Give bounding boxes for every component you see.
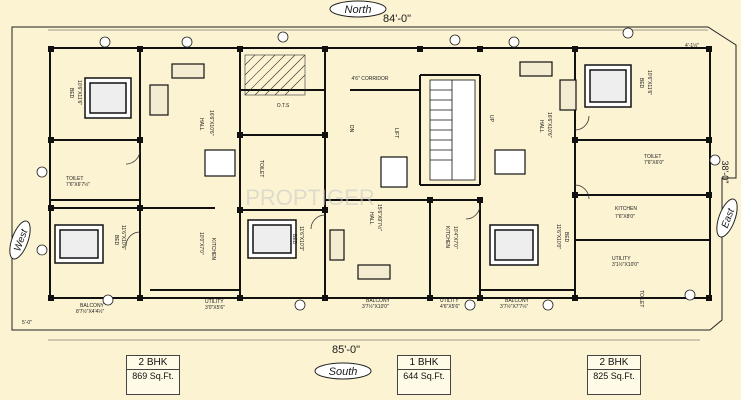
mid-bed-dim: 11'6"X10'3" (298, 226, 304, 251)
unit-left-bhk: 2 BHK (127, 356, 179, 370)
bottom-overall-dim: 85'-0" (332, 344, 360, 356)
mid-hall-dim: 15'6"X9'7½" (376, 204, 383, 231)
unit-right-area: 825 Sq.Ft. (593, 371, 635, 381)
right-toilet-dim: 7'6"X6'0" (644, 160, 664, 166)
right-bed-top-dim: 10'6"X11'6" (646, 70, 652, 95)
unit-middle-bhk: 1 BHK (398, 356, 450, 370)
left-bed-top-label: BED (68, 88, 74, 99)
right-toilet-label: TOILET (644, 154, 661, 160)
right-overall-dim: 38'-0" (720, 161, 730, 184)
unit-middle-area: 644 Sq.Ft. (403, 371, 445, 381)
mid-toilet-label: TOILET (258, 160, 264, 177)
right-utility-label: UTILITY (612, 256, 631, 262)
mid-balcony-dim: 3'7½"X10'0" (362, 303, 389, 310)
door-swings (125, 115, 590, 247)
dining-tables (204, 149, 526, 188)
ots-label: O.T.S (277, 103, 290, 109)
left-bed-top-dim: 10'6"X11'6" (76, 80, 82, 105)
right-bed-bottom-dim: 11'6"X10'0" (555, 224, 561, 249)
corridor-label: 4'6" CORRIDOR (352, 76, 389, 82)
right-kitchen-dim: 7'6"X8'0" (615, 214, 635, 220)
left-unit-labels: BED 10'6"X11'6" TOILET 7'6"X6'7½" HALL 1… (66, 80, 225, 315)
ots-hatch (244, 54, 306, 96)
left-hall-dim: 16'6"X10'6" (208, 110, 214, 136)
unit-right-bhk: 2 BHK (588, 356, 640, 370)
partition-walls (50, 48, 710, 298)
left-bed-bottom-label: BED (113, 235, 119, 246)
plot-boundary (11, 26, 737, 331)
bed-furniture (54, 64, 632, 266)
right-bed-bottom-label: BED (563, 232, 569, 243)
left-bed-bottom-dim: 11'6"X10'6" (120, 225, 126, 250)
south-label: South (329, 366, 358, 378)
unit-box-left: 2 BHK 869 Sq.Ft. (126, 355, 180, 395)
right-balcony-label: BALCONY (505, 298, 530, 304)
compass-east: East (716, 198, 738, 238)
mid-balcony-label: BALCONY (366, 298, 391, 304)
building-outline (49, 47, 711, 299)
sofa-furniture (149, 61, 577, 280)
left-kitchen-dim: 10'0"X7'0" (198, 232, 204, 255)
right-hall-dim: 16'6"X10'6" (546, 112, 552, 138)
left-utility-label: UTILITY (205, 299, 224, 305)
lift-label: LIFT (393, 128, 399, 138)
left-toilet-dim: 7'6"X6'7½" (66, 181, 90, 188)
left-toilet-label: TOILET (66, 176, 83, 182)
right-unit-labels: HALL 16'6"X10'6" BED 10'6"X11'6" BED 11'… (500, 70, 664, 310)
right-kitchen-label: KITCHEN (615, 206, 637, 212)
unit-box-middle: 1 BHK 644 Sq.Ft. (397, 355, 451, 395)
dim-5-0: 5'-0" (22, 320, 32, 326)
watermark: PROPTIGER (245, 185, 375, 210)
compass-west: West (9, 220, 31, 260)
unit-box-right: 2 BHK 825 Sq.Ft. (587, 355, 641, 395)
compass-north: North (329, 0, 387, 18)
dn-label: DN (348, 125, 354, 133)
dim-4-1-2: 4'-1½" (685, 42, 699, 49)
unit-left-area: 869 Sq.Ft. (132, 371, 174, 381)
left-kitchen-label: KITCHEN (210, 238, 216, 260)
right-bed-top-label: BED (638, 78, 644, 89)
right-toilet2-label: TOILET (638, 290, 644, 307)
structural-columns (48, 46, 712, 301)
mid-kitchen-label: KITCHEN (444, 226, 450, 248)
left-balcony-label: BALCONY (80, 303, 105, 309)
mid-bed-label: BED (291, 234, 297, 245)
top-overall-dim: 84'-0" (383, 13, 411, 25)
mid-kitchen-dim: 10'4"X7'0" (452, 226, 458, 249)
mid-utility-label: UTILITY (440, 298, 459, 304)
mid-utility-dim: 4'6"X5'6" (440, 304, 460, 310)
left-utility-dim: 3'0"X5'6" (205, 305, 225, 311)
right-utility-dim: 3'1½"X10'0" (612, 261, 639, 268)
up-label: UP (488, 115, 494, 123)
left-balcony-dim: 8'7½"X4'4½" (76, 308, 104, 315)
mid-hall-label: HALL (368, 212, 374, 225)
staircase (429, 79, 476, 181)
compass-south: South (314, 362, 372, 380)
left-hall-label: HALL (198, 118, 204, 131)
right-balcony-dim: 3'7½"X7'7½" (500, 303, 528, 310)
north-label: North (345, 4, 372, 16)
window-markers (36, 27, 721, 311)
right-hall-label: HALL (538, 120, 544, 133)
middle-unit-labels: BED 11'6"X10'3" HALL 15'6"X9'7½" KITCHEN… (258, 160, 460, 310)
